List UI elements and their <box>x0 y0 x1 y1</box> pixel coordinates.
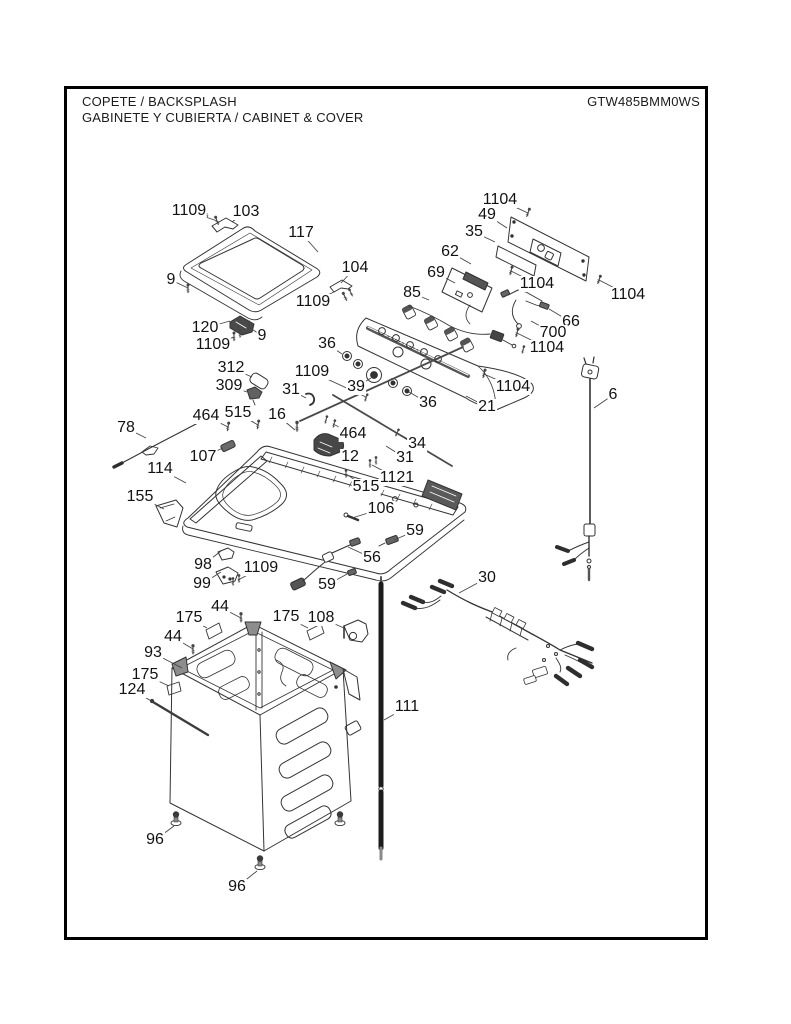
title-line-2: GABINETE Y CUBIERTA / CABINET & COVER <box>82 110 364 125</box>
part-callout-1109: 1109 <box>294 293 332 310</box>
power-cord-drawing <box>555 356 600 582</box>
part-callout-96: 96 <box>145 831 165 848</box>
part-callout-85: 85 <box>402 284 422 301</box>
title-line-1: COPETE / BACKSPLASH <box>82 94 237 109</box>
page-title: COPETE / BACKSPLASH GABINETE Y CUBIERTA … <box>82 94 363 126</box>
part-callout-34: 34 <box>407 435 427 452</box>
suspension-rod-drawing <box>378 576 384 861</box>
part-callout-103: 103 <box>231 203 261 220</box>
part-callout-62: 62 <box>440 243 460 260</box>
part-callout-175: 175 <box>130 666 160 683</box>
part-callout-1109: 1109 <box>242 559 280 576</box>
part-callout-1104: 1104 <box>609 286 647 303</box>
part-callout-175: 175 <box>271 608 301 625</box>
part-callout-120: 120 <box>190 319 220 336</box>
part-callout-78: 78 <box>116 419 136 436</box>
part-callout-1104: 1104 <box>494 378 532 395</box>
part-callout-312: 312 <box>216 359 246 376</box>
part-callout-464: 464 <box>191 407 221 424</box>
part-callout-98: 98 <box>193 556 213 573</box>
part-callout-49: 49 <box>477 206 497 223</box>
part-callout-56: 56 <box>362 549 382 566</box>
part-callout-124: 124 <box>117 681 147 698</box>
part-callout-9: 9 <box>256 327 268 344</box>
part-callout-464: 464 <box>338 425 368 442</box>
part-callout-31: 31 <box>395 449 415 466</box>
part-callout-69: 69 <box>426 264 446 281</box>
part-callout-59: 59 <box>317 576 337 593</box>
part-callout-515: 515 <box>351 478 381 495</box>
part-callout-39: 39 <box>346 378 366 395</box>
part-callout-175: 175 <box>174 609 204 626</box>
part-callout-111: 111 <box>393 698 421 715</box>
part-callout-44: 44 <box>210 598 230 615</box>
model-number: GTW485BMM0WS <box>587 94 700 109</box>
part-callout-1109: 1109 <box>194 336 232 353</box>
part-callout-59: 59 <box>405 522 425 539</box>
part-callout-515: 515 <box>223 404 253 421</box>
part-callout-700: 700 <box>538 324 568 341</box>
part-callout-104: 104 <box>340 259 370 276</box>
part-callout-108: 108 <box>306 609 336 626</box>
part-callout-36: 36 <box>317 335 337 352</box>
part-callout-44: 44 <box>163 628 183 645</box>
part-callout-93: 93 <box>143 644 163 661</box>
part-callout-155: 155 <box>125 488 155 505</box>
part-callout-12: 12 <box>340 448 360 465</box>
cabinet-drawing <box>149 611 369 871</box>
part-callout-1104: 1104 <box>481 191 519 208</box>
part-callout-114: 114 <box>146 460 174 477</box>
part-callout-107: 107 <box>188 448 218 465</box>
wiring-harness-drawing <box>400 578 595 687</box>
part-callout-21: 21 <box>477 398 497 415</box>
part-callout-30: 30 <box>477 569 497 586</box>
part-callout-1104: 1104 <box>518 275 556 292</box>
part-callout-6: 6 <box>607 386 619 403</box>
part-callout-1109: 1109 <box>293 363 331 380</box>
part-callout-35: 35 <box>464 223 484 240</box>
part-callout-1121: 1121 <box>378 469 416 486</box>
part-callout-1104: 1104 <box>528 339 566 356</box>
part-callout-309: 309 <box>214 377 244 394</box>
part-callout-117: 117 <box>287 224 315 241</box>
part-callout-1109: 1109 <box>170 202 208 219</box>
part-callout-9: 9 <box>165 271 177 288</box>
part-callout-96: 96 <box>227 878 247 895</box>
part-callout-16: 16 <box>267 406 287 423</box>
part-callout-31: 31 <box>281 381 301 398</box>
diagram-border <box>64 86 708 940</box>
part-callout-99: 99 <box>192 575 212 592</box>
part-callout-36: 36 <box>418 394 438 411</box>
part-callout-106: 106 <box>366 500 396 517</box>
lid-assembly-drawing <box>179 206 355 342</box>
